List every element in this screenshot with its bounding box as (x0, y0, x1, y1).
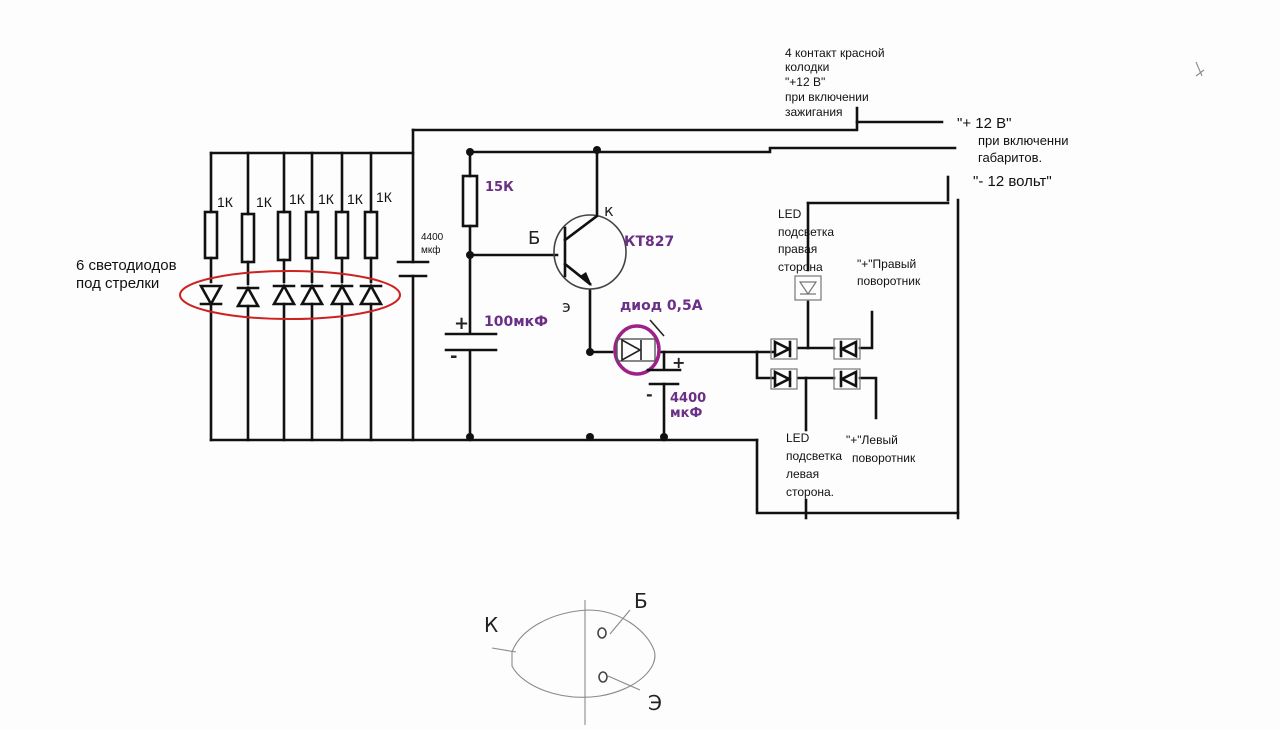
pinout-k: К (484, 613, 498, 637)
resistor-labels: 1К 1К 1К 1К 1К 1К (217, 189, 393, 210)
led-right-line2: подсветка (778, 225, 834, 239)
pinout-e: Э (648, 691, 662, 715)
resistor-1k-4 (304, 210, 320, 260)
red-connector-line5: зажигания (785, 105, 843, 119)
led-diode-1 (198, 284, 224, 307)
transistor-kt827: Б к э КТ827 (528, 201, 674, 316)
resistor-1k-2 (240, 212, 256, 264)
right-turn-line2: поворотник (857, 274, 921, 288)
diode-label: диод 0,5А (620, 298, 703, 314)
resistor-1k-1 (203, 210, 219, 260)
resistor-1k-5 (334, 210, 350, 260)
led-left-line4: сторона. (786, 485, 834, 499)
led-right-line4: сторона (778, 260, 823, 274)
led-left-line1: LED (786, 431, 810, 445)
emitter-letter: э (562, 297, 571, 316)
emitter-wire (588, 288, 614, 354)
led-diode-4 (299, 283, 325, 306)
led-left-line2: подсветка (786, 449, 842, 463)
diode-05a: диод 0,5А (613, 298, 703, 376)
red-connector-line1: 4 контакт красной (785, 46, 885, 60)
collector-letter: к (604, 201, 614, 220)
led-branches (179, 151, 401, 442)
red-connector-line3: "+12 В" (785, 75, 825, 89)
led-right-line3: правая (778, 242, 817, 256)
right-turn-wire (858, 310, 874, 350)
r3-label: 1К (289, 191, 306, 207)
c4400r-plus: + (672, 353, 685, 372)
junctions (466, 146, 668, 441)
branch-4 (299, 151, 325, 442)
capacitor-4400-right: + - 4400 мкФ (646, 353, 706, 421)
right-turn-line1: "+"Правый (857, 257, 916, 271)
capacitor-100uf: + - 100мкФ (444, 313, 548, 367)
resistor-15k (461, 174, 479, 228)
corner-mark (1195, 61, 1205, 77)
led-diode-5 (329, 283, 355, 306)
base-letter: Б (528, 228, 540, 249)
cap-left-value: 4400 (421, 232, 444, 243)
parking-line2: габаритов. (978, 150, 1042, 165)
backlight-leds (770, 275, 861, 390)
left-turn-line1: "+"Левый (846, 433, 898, 447)
c100-label: 100мкФ (484, 314, 548, 330)
ignition-wire (411, 106, 859, 132)
resistor-1k-6 (363, 210, 379, 260)
parking-line1: при включенни (978, 133, 1069, 148)
c4400r-value: 4400 (670, 391, 706, 406)
led-diode-3 (271, 283, 297, 306)
red-connector-line4: при включении (785, 90, 869, 104)
left-turn-wire (858, 376, 878, 420)
leds-note-line1: 6 светодиодов (76, 257, 177, 274)
ground-return (755, 438, 960, 515)
c4400r-unit: мкФ (670, 406, 702, 421)
capacitor-4400-left: 4400 мкф (396, 232, 444, 278)
wiring (209, 106, 960, 520)
leds-note-line2: под стрелки (76, 275, 159, 292)
minus12-label: "- 12 вольт" (973, 173, 1052, 190)
annotations: 4 контакт красной колодки "+12 В" при вк… (76, 46, 1069, 499)
c100-minus: - (450, 346, 457, 367)
branch-2 (235, 151, 261, 442)
plus12-label: "+ 12 В" (957, 115, 1011, 132)
pinout-b: Б (634, 589, 648, 613)
r1-label: 1К (217, 194, 234, 210)
r4-label: 1К (318, 191, 335, 207)
transistor-pinout-sketch: К Б Э (484, 589, 662, 725)
highlight-ring (179, 270, 401, 320)
red-connector-line2: колодки (785, 60, 829, 74)
led-right-line1: LED (778, 207, 802, 221)
r5-label: 1К (347, 191, 364, 207)
led-left-line3: левая (786, 467, 819, 481)
branch-5 (329, 151, 355, 442)
resistor-15k-label: 15К (485, 180, 514, 195)
r6-label: 1К (376, 189, 393, 205)
transistor-label: КТ827 (624, 234, 674, 250)
led-diode-6 (358, 283, 384, 306)
led-block-in-lower (755, 350, 775, 380)
led-diode-2 (235, 285, 261, 308)
cap-left-unit: мкф (421, 244, 440, 256)
c100-plus: + (454, 313, 469, 334)
c4400r-minus: - (646, 385, 653, 404)
left-turn-line2: поворотник (852, 451, 916, 465)
resistor-1k-3 (276, 210, 292, 262)
parking-plus-wire (468, 146, 957, 154)
r2-label: 1К (256, 194, 273, 210)
